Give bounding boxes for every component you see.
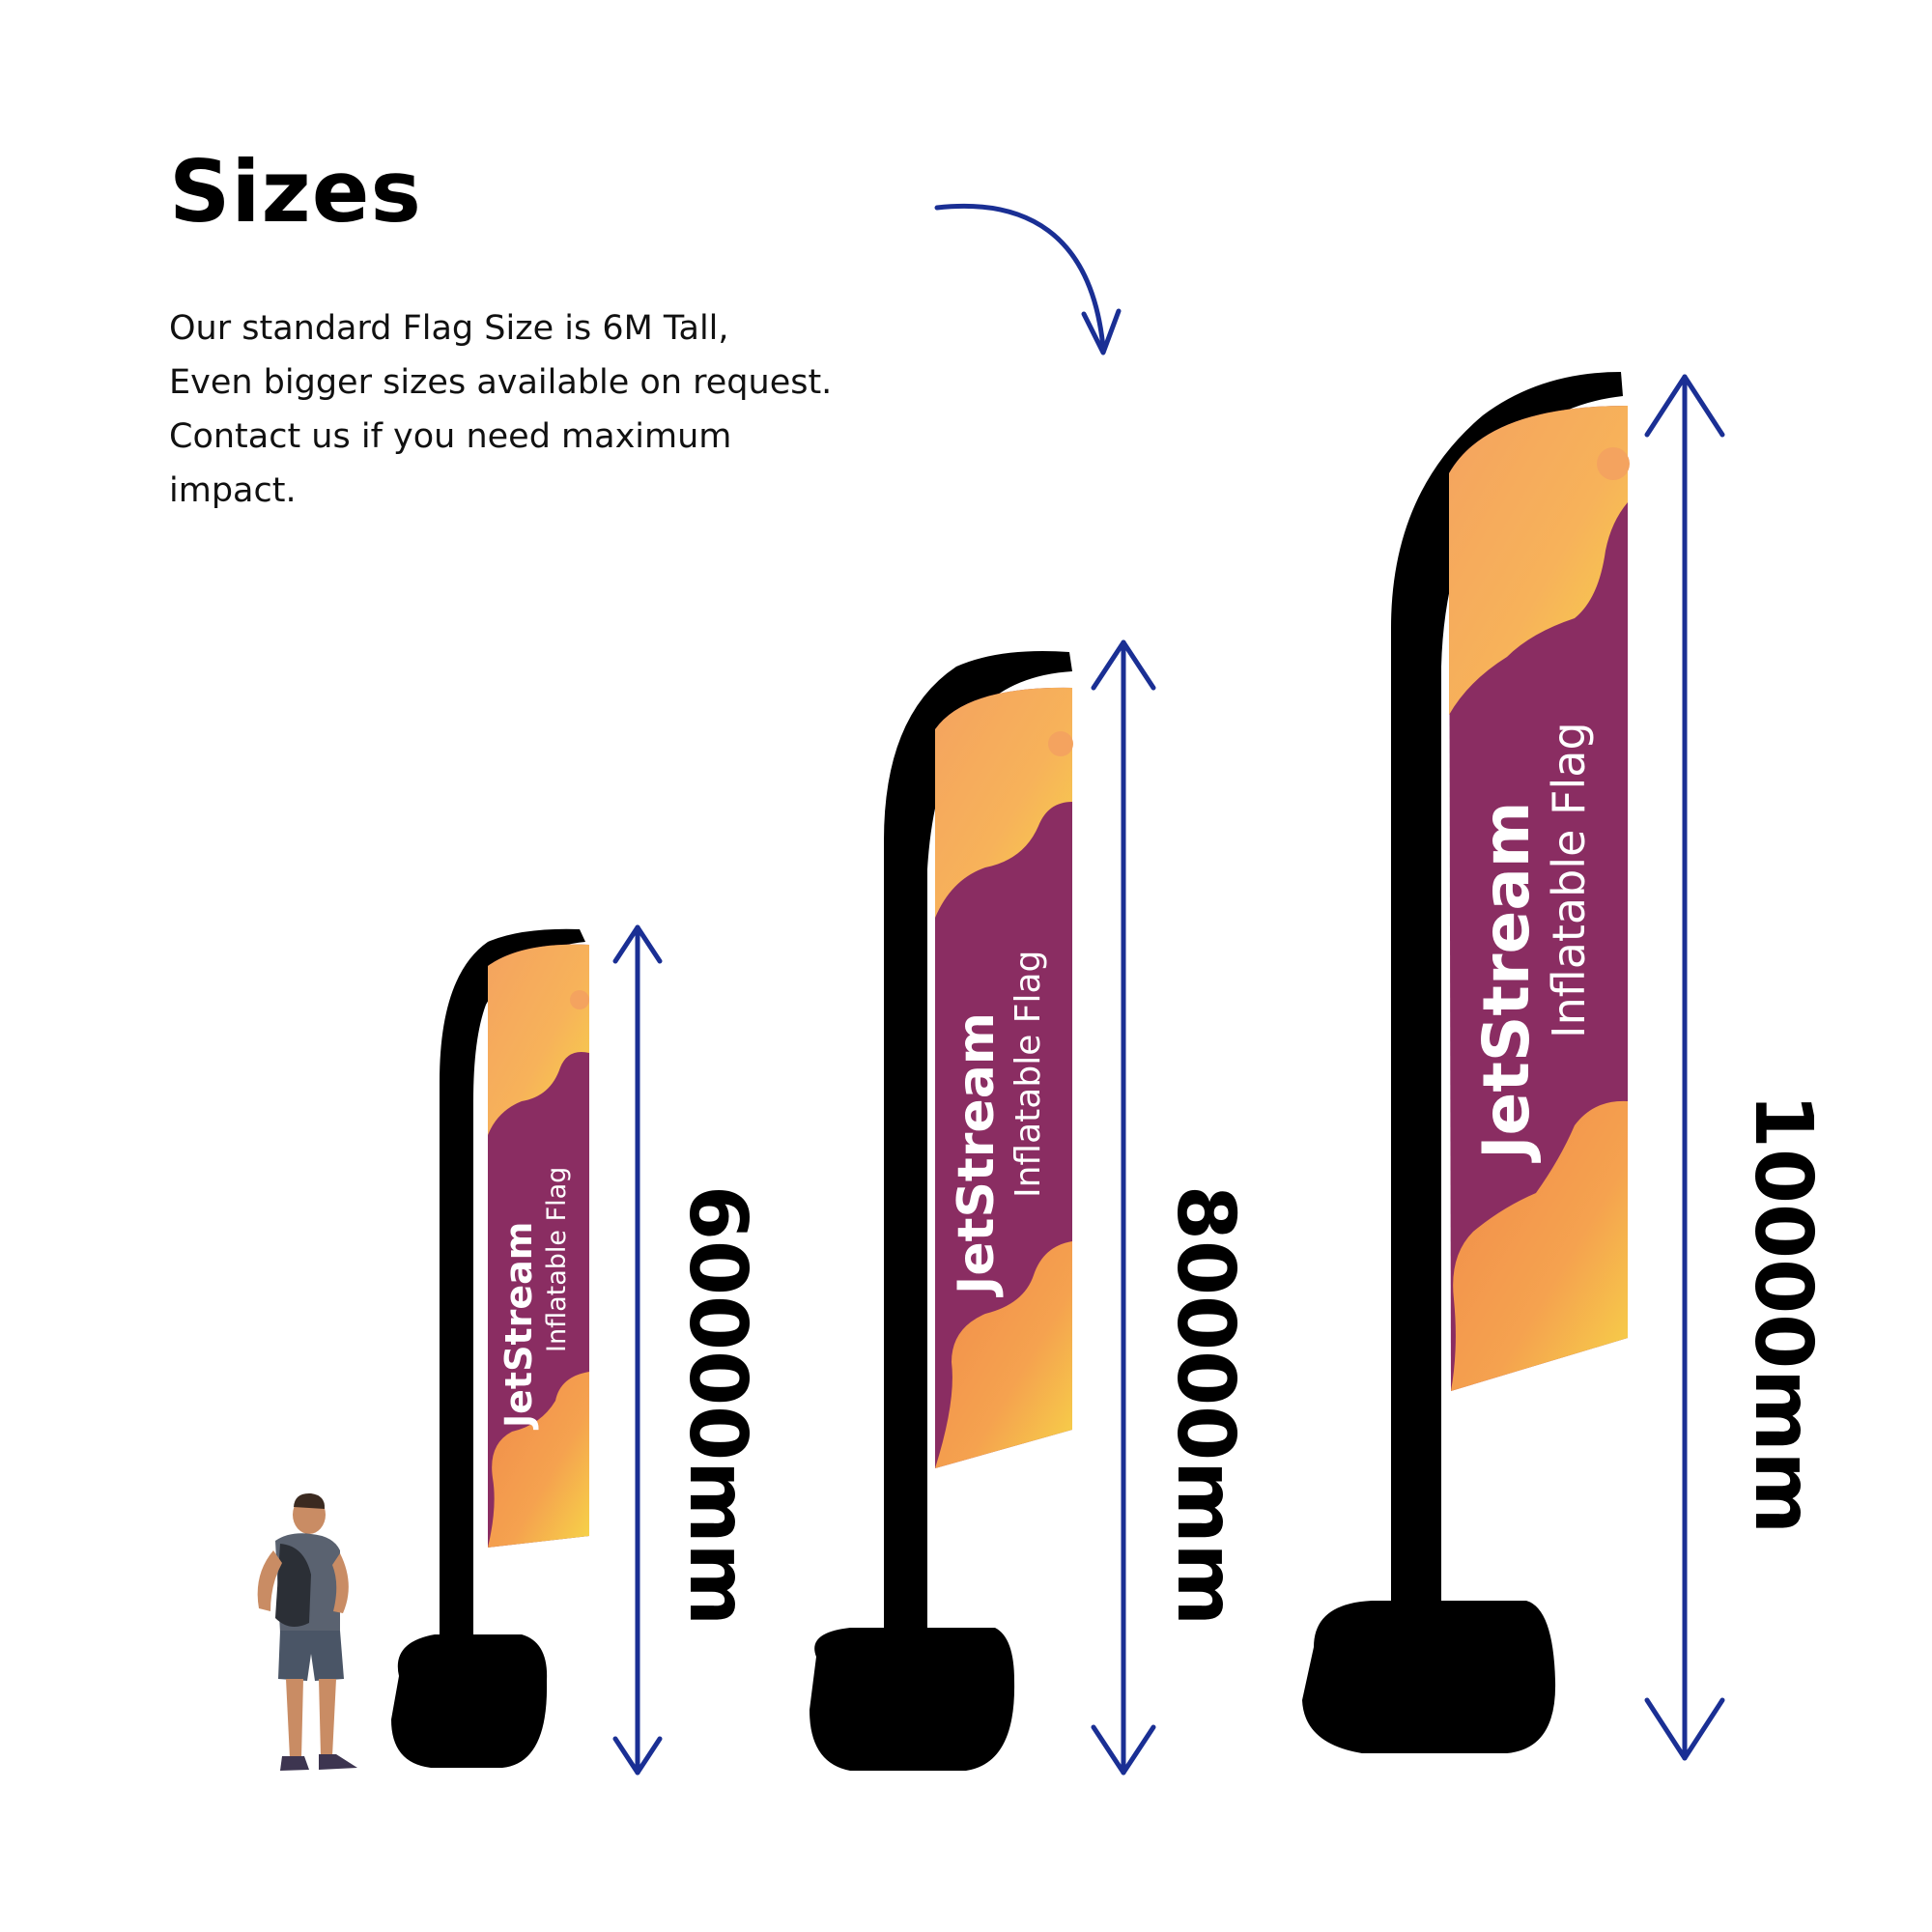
flag-small: JetStream Inflatable Flag	[391, 928, 589, 1768]
flag-brand: JetStream	[1469, 801, 1544, 1163]
flag-brand: JetStream	[948, 1012, 1006, 1297]
page-title: Sizes	[169, 142, 422, 242]
intro-line: Contact us if you need maximum	[169, 417, 732, 456]
person-icon	[257, 1492, 357, 1771]
double-arrow-icon	[1091, 639, 1156, 1776]
flag-large: JetStream Inflatable Flag	[1302, 372, 1630, 1753]
curved-arrow-icon	[934, 203, 1122, 355]
flag-brand: JetStream	[497, 1222, 540, 1431]
flag-medium: JetStream Inflatable Flag	[810, 651, 1073, 1771]
flag-subtitle: Inflatable Flag	[1543, 722, 1595, 1038]
flag-subtitle: Inflatable Flag	[542, 1167, 572, 1352]
intro-text: Our standard Flag Size is 6M Tall, Even …	[169, 301, 903, 518]
height-label-text: 60000mm	[671, 1184, 763, 1627]
intro-line: Our standard Flag Size is 6M Tall,	[169, 309, 729, 348]
double-arrow-icon	[1644, 374, 1725, 1761]
double-arrow-icon	[612, 924, 663, 1776]
intro-line: Even bigger sizes available on request.	[169, 363, 833, 402]
flag-subtitle: Inflatable Flag	[1009, 951, 1048, 1198]
height-label-text: 10000mm	[1737, 1093, 1829, 1535]
height-label-text: 80000mm	[1159, 1184, 1251, 1627]
intro-line: impact.	[169, 471, 297, 510]
